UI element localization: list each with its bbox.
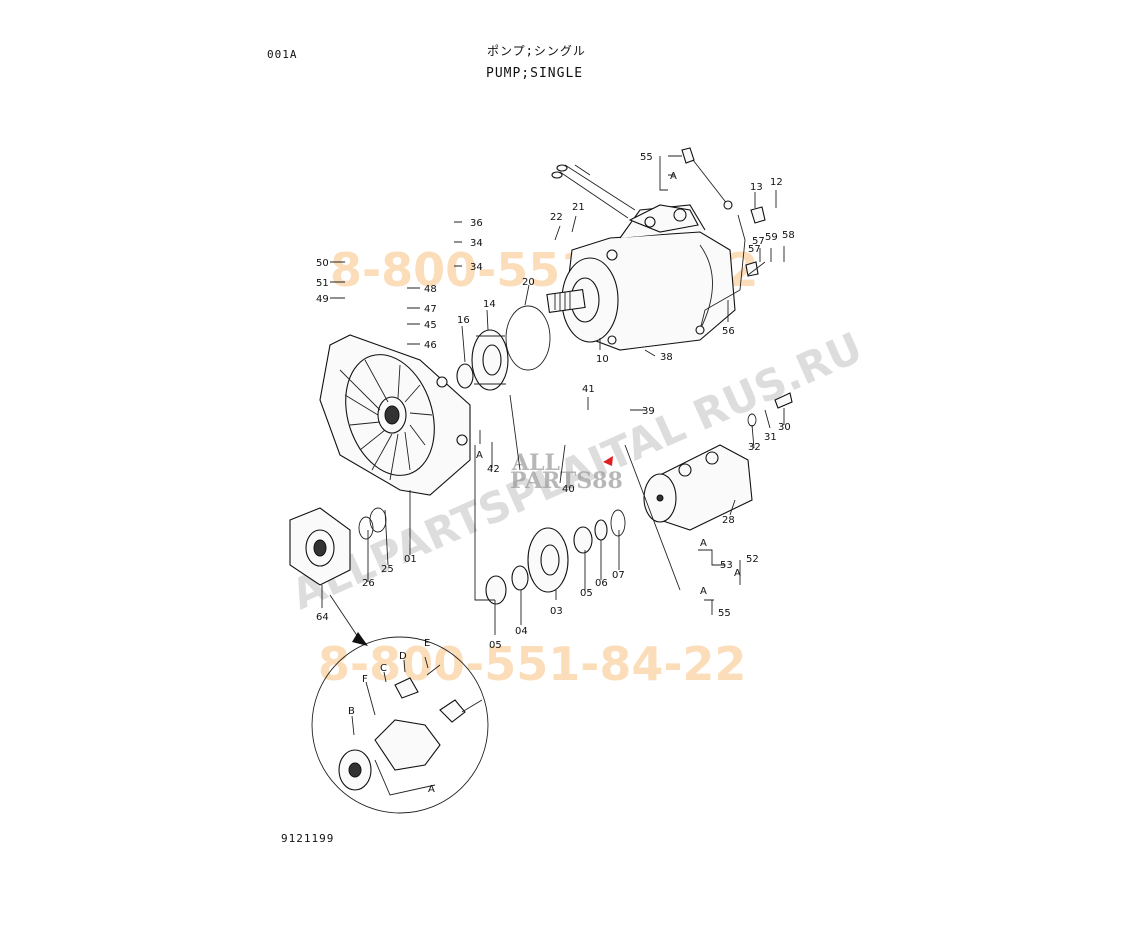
callout-25: 25	[381, 564, 394, 575]
callout-55: 55	[718, 608, 731, 619]
callout-26: 26	[362, 578, 375, 589]
callout-59: 59	[765, 232, 778, 243]
callout-21: 21	[572, 202, 585, 213]
callout-49: 49	[316, 294, 329, 305]
callout-40: 40	[562, 484, 575, 495]
logo-red-mark	[603, 456, 613, 466]
callout-53: 53	[720, 560, 733, 571]
callout-31: 31	[764, 432, 777, 443]
callout-20: 20	[522, 277, 535, 288]
pipe	[699, 214, 746, 331]
callout-05: 05	[489, 640, 502, 651]
callout-57: 57	[748, 244, 761, 255]
callout-13: 13	[750, 182, 763, 193]
callout-45: 45	[424, 320, 437, 331]
callout-42: 42	[487, 464, 500, 475]
drive-gear	[471, 329, 509, 391]
callout-55: 55	[640, 152, 653, 163]
callout-36: 36	[470, 218, 483, 229]
o-ring	[505, 305, 551, 371]
gear-assembly	[485, 509, 626, 605]
leader-lines	[321, 155, 785, 796]
elbow-fitting	[681, 147, 695, 164]
callout-51: 51	[316, 278, 329, 289]
callout-B: B	[348, 706, 355, 717]
callout-52: 52	[746, 554, 759, 565]
callout-39: 39	[642, 406, 655, 417]
watermark-phone-bottom: 8-800-551-84-22	[318, 637, 746, 691]
ring	[369, 507, 387, 533]
callout-10: 10	[596, 354, 609, 365]
title-japanese: ポンプ;シングル	[487, 44, 586, 58]
snap-ring	[456, 363, 474, 389]
callout-32: 32	[748, 442, 761, 453]
callout-D: D	[399, 651, 407, 662]
callout-47: 47	[424, 304, 437, 315]
drawing-number: 9121199	[281, 832, 335, 845]
callout-F: F	[362, 674, 368, 685]
callout-03: 03	[550, 606, 563, 617]
pipe-upper	[692, 159, 729, 206]
title-english: PUMP;SINGLE	[486, 66, 584, 81]
coupling-detail-view	[311, 594, 489, 814]
callout-50: 50	[316, 258, 329, 269]
callout-14: 14	[483, 299, 496, 310]
callout-16: 16	[457, 315, 470, 326]
gear-pump	[643, 444, 753, 531]
callout-04: 04	[515, 626, 528, 637]
coupling	[289, 507, 351, 586]
callout-06: 06	[595, 578, 608, 589]
callout-46: 46	[424, 340, 437, 351]
callout-28: 28	[722, 515, 735, 526]
pipe-fitting	[723, 200, 733, 210]
bracket	[750, 206, 766, 224]
callout-34: 34	[470, 238, 483, 249]
callout-A: A	[734, 568, 741, 579]
callout-labels: 55 A 13 12 36 34 34 22 21 57 57 59 58 50…	[316, 152, 795, 795]
callout-57: 57	[752, 236, 765, 247]
clamp	[745, 261, 759, 277]
bolt	[774, 392, 793, 409]
callout-48: 48	[424, 284, 437, 295]
callout-64: 64	[316, 612, 329, 623]
flywheel-housing	[319, 334, 471, 496]
page-code: 001A	[267, 48, 298, 61]
callout-58: 58	[782, 230, 795, 241]
watermark-logo-line2: PARTS88	[510, 468, 623, 494]
callout-A: A	[670, 171, 677, 182]
callout-12: 12	[770, 177, 783, 188]
callout-05: 05	[580, 588, 593, 599]
callout-34: 34	[470, 262, 483, 273]
ring	[358, 516, 374, 540]
main-pump-body	[546, 164, 736, 351]
callout-07: 07	[612, 570, 625, 581]
callout-A: A	[700, 586, 707, 597]
callout-30: 30	[778, 422, 791, 433]
callout-01: 01	[404, 554, 417, 565]
callout-A: A	[428, 784, 435, 795]
callout-A: A	[700, 538, 707, 549]
callout-E: E	[424, 638, 430, 649]
callout-41: 41	[582, 384, 595, 395]
callout-22: 22	[550, 212, 563, 223]
pipe-fitting	[695, 325, 705, 335]
callout-C: C	[380, 663, 387, 674]
callout-38: 38	[660, 352, 673, 363]
callout-A: A	[476, 450, 483, 461]
callout-56: 56	[722, 326, 735, 337]
